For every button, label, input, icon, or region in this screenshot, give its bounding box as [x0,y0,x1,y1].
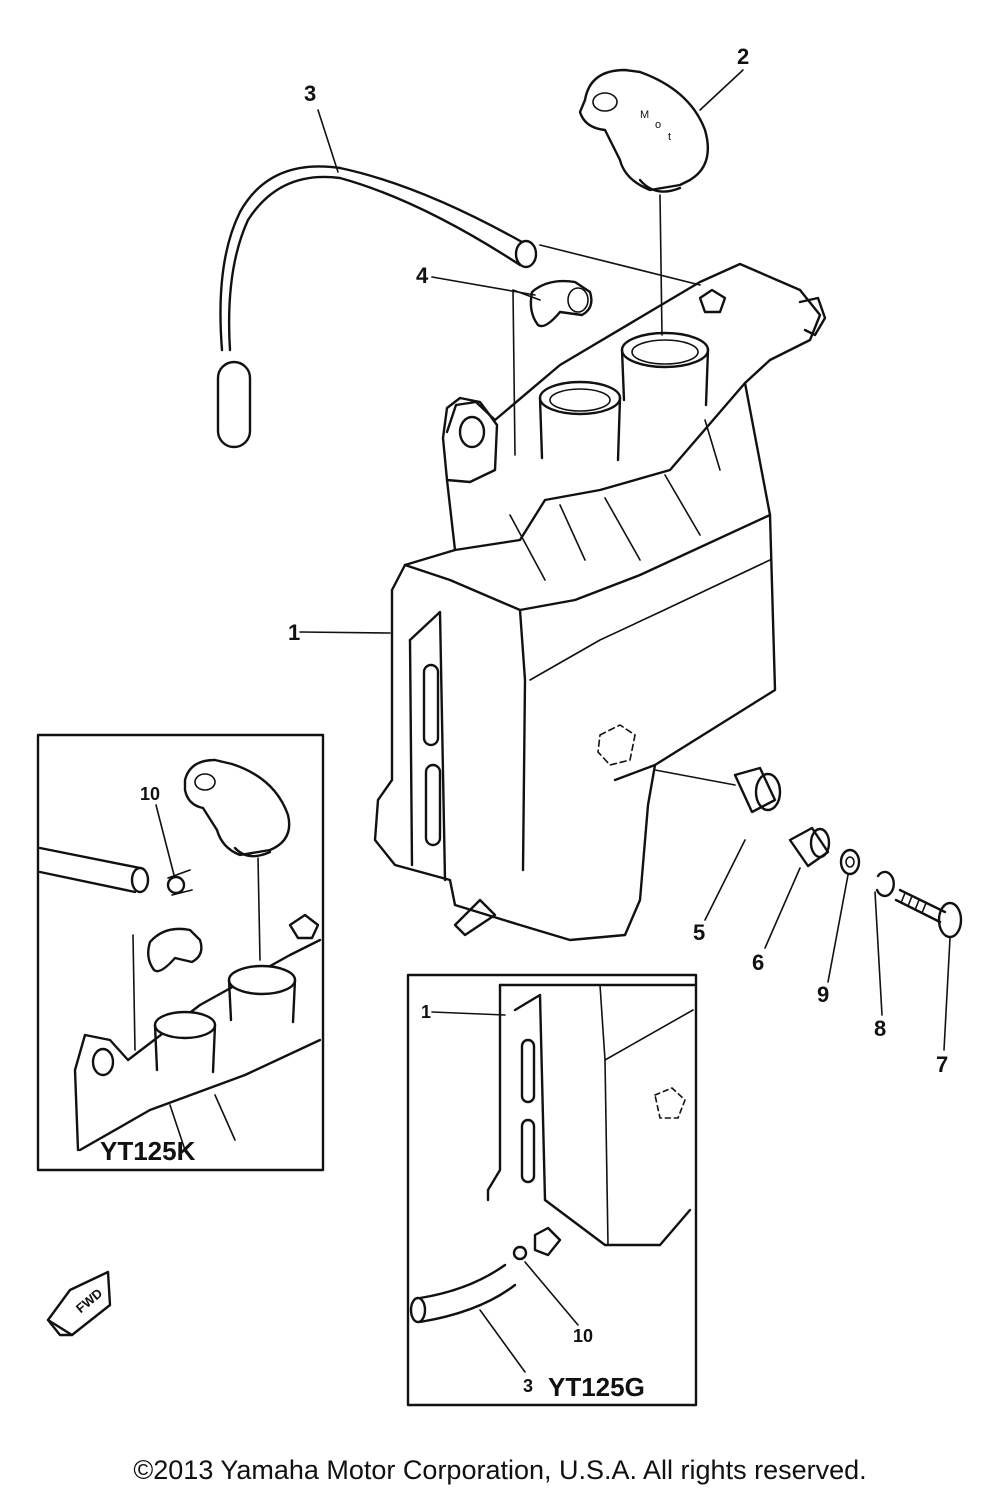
callout-1: 1 [288,620,300,645]
callout-3: 3 [304,81,316,106]
inset-g-callout-10: 10 [573,1326,593,1346]
svg-text:o: o [655,119,661,131]
cap-lettering: M [640,109,649,121]
oil-tank-cap: M o t [578,68,710,193]
oil-hose [216,165,538,449]
inset-k-label: YT125K [100,1136,196,1166]
callout-8: 8 [874,1016,886,1041]
bolt-part [894,888,963,939]
lock-washer-part [875,870,895,898]
hose-clamp [512,279,593,456]
fwd-arrow-icon: FWD [46,1270,112,1337]
inset-yt125g: 1 10 3 YT125G [406,973,698,1407]
callouts: 2 3 4 1 5 6 9 8 7 [288,44,951,1077]
inset-g-label: YT125G [548,1372,645,1402]
callout-7: 7 [936,1052,948,1077]
cap-leader-line [659,194,663,336]
inset-k-callout-10: 10 [140,784,160,804]
inset-yt125k: 10 YT125K [36,733,325,1172]
callout-6: 6 [752,950,764,975]
copyright-notice: ©2013 Yamaha Motor Corporation, U.S.A. A… [133,1455,867,1485]
callout-5: 5 [693,920,705,945]
inset-g-callout-1: 1 [421,1002,431,1022]
grommet-part [733,766,782,814]
washer-part [839,848,861,876]
collar-part [788,826,831,868]
callout-4: 4 [416,263,429,288]
oil-tank-main [373,262,827,942]
svg-text:t: t [668,131,671,143]
drain-leader-line [654,769,736,786]
inset-g-callout-3: 3 [523,1376,533,1396]
callout-2: 2 [737,44,749,69]
callout-9: 9 [817,982,829,1007]
hose-leader-line [539,244,701,286]
